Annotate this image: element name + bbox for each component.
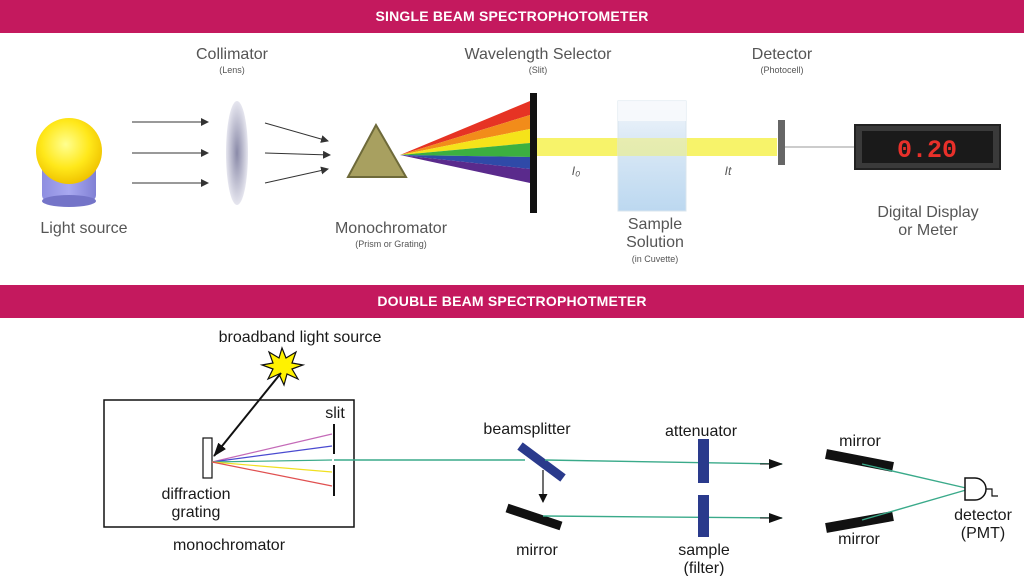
broadband-source-label: broadband light source (219, 329, 382, 346)
incident-beam (213, 372, 282, 457)
single-beam-svg: Collimator (Lens) Wavelength Selector (S… (36, 46, 1001, 264)
prism-icon (346, 122, 408, 178)
diffraction-grating-icon (202, 437, 213, 479)
pmt-lead-icon (986, 488, 998, 497)
mirror-bottom-right-label: mirror (838, 531, 880, 548)
light-source-label: Light source (40, 220, 127, 237)
monochromator-sublabel: (Prism or Grating) (355, 239, 427, 249)
photocell-icon (778, 120, 785, 165)
star-burst-icon (259, 346, 306, 387)
collimator-sublabel: (Lens) (219, 65, 245, 75)
it-label: It (725, 164, 732, 178)
wavelength-selector-sublabel: (Slit) (529, 65, 548, 75)
digital-display (854, 124, 1001, 170)
mirror-bottom-right-icon (825, 511, 894, 533)
mirror-top-right-label: mirror (839, 433, 881, 450)
single-beam-title: SINGLE BEAM SPECTROPHOTOMETER (0, 0, 1024, 33)
detector-label: Detector (752, 46, 813, 63)
detector-label-line1: detector (954, 507, 1012, 524)
pmt-detector-icon (964, 477, 987, 501)
lens-icon (226, 101, 248, 205)
grating-label-line1: diffraction (161, 486, 230, 503)
double-beam-title: DOUBLE BEAM SPECTROPHOTMETER (0, 285, 1024, 318)
sample-label-line1: Sample (628, 216, 682, 233)
beamsplitter-icon (517, 442, 566, 482)
sample-label-line2: Solution (626, 234, 684, 251)
slit-icon (530, 93, 537, 213)
attenuator-icon (698, 439, 709, 483)
beam-through-sample (618, 138, 686, 156)
display-label-line1: Digital Display (877, 204, 978, 221)
beam-to-detector-lower (861, 489, 967, 521)
collimator-label: Collimator (196, 46, 269, 63)
attenuator-label: attenuator (665, 423, 738, 440)
beamsplitter-label: beamsplitter (483, 421, 571, 438)
display-label-line2: or Meter (898, 222, 958, 239)
incident-rays (132, 118, 209, 187)
display-value: 0.20 (897, 136, 957, 165)
dispersed-spectrum (400, 101, 530, 183)
sample-label-line2: (filter) (684, 560, 725, 576)
cuvette-icon (617, 100, 687, 212)
double-beam-diagram: broadband light source monochromator dif… (0, 318, 1024, 576)
slit-label: slit (325, 405, 345, 422)
detector-label-line2: (PMT) (961, 525, 1005, 542)
monochromator-label: Monochromator (335, 220, 448, 237)
monochromator-box (103, 399, 355, 528)
mirror-bottom-label: mirror (516, 542, 558, 559)
dispersed-rays (211, 433, 333, 487)
wavelength-selector-label: Wavelength Selector (464, 46, 612, 63)
sample-sublabel: (in Cuvette) (632, 254, 679, 264)
light-bulb-icon (36, 118, 102, 207)
collimated-rays (264, 122, 331, 184)
monochromator-label: monochromator (173, 537, 286, 554)
sample-label-line1: sample (678, 542, 730, 559)
reference-beam (542, 515, 783, 519)
double-beam-svg: broadband light source monochromator dif… (103, 329, 1013, 576)
sample-beam (544, 459, 783, 465)
i0-label: I₀ (572, 164, 580, 178)
mirror-top-right-icon (825, 449, 894, 472)
beam-to-detector-upper (861, 463, 967, 489)
sample-filter-icon (698, 495, 709, 537)
single-beam-diagram: Collimator (Lens) Wavelength Selector (S… (0, 33, 1024, 285)
mirror-bottom-icon (505, 503, 563, 531)
grating-label-line2: grating (172, 504, 221, 521)
detector-sublabel: (Photocell) (760, 65, 803, 75)
